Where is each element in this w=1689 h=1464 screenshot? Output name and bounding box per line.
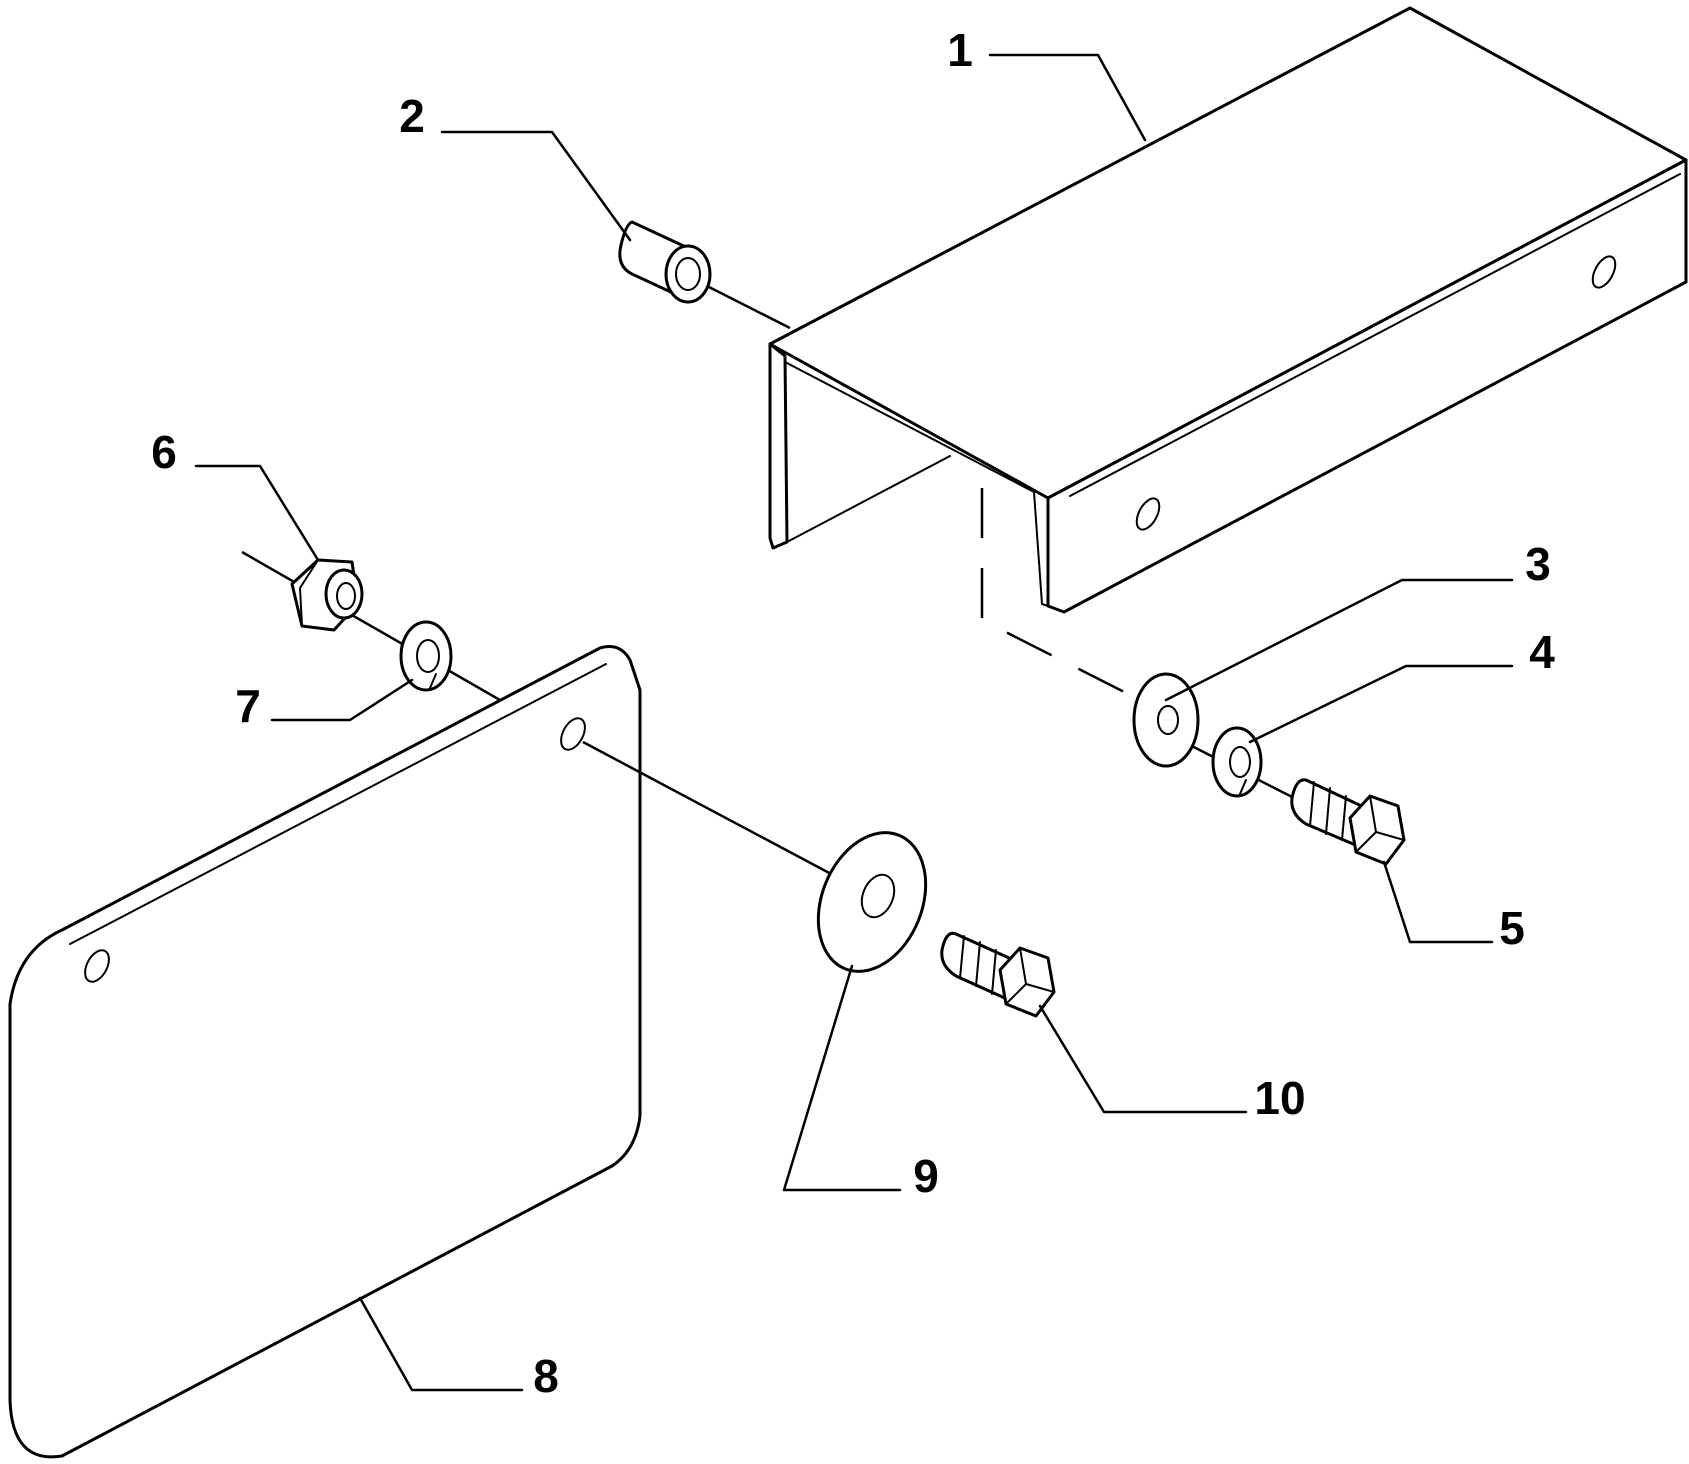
leader-3: [1164, 578, 1514, 702]
spacer: [618, 220, 712, 304]
channel-bracket: [768, 6, 1688, 614]
callout-10: 10: [1254, 1072, 1305, 1124]
leader-1: [988, 53, 1147, 142]
leader-7: [270, 678, 414, 722]
callout-labels: 1 2 3 4 5 6 7 8 9 10: [151, 24, 1555, 1402]
callout-3: 3: [1525, 538, 1551, 590]
leader-2: [440, 130, 632, 242]
callout-2: 2: [399, 90, 425, 142]
lock-washer-left: [399, 620, 453, 692]
callout-4: 4: [1529, 626, 1555, 678]
callout-9: 9: [913, 1150, 939, 1202]
callout-8: 8: [533, 1350, 559, 1402]
bolt-right: [1290, 778, 1406, 866]
leader-4: [1248, 664, 1514, 744]
callout-7: 7: [235, 680, 261, 732]
hex-nut: [290, 558, 364, 632]
mounting-plate: [8, 645, 642, 1459]
callout-5: 5: [1499, 902, 1525, 954]
leader-10: [1038, 1004, 1248, 1114]
leader-6: [194, 464, 320, 562]
leader-5: [1382, 860, 1494, 944]
leader-8: [358, 1296, 524, 1392]
callout-6: 6: [151, 426, 177, 478]
callout-1: 1: [947, 24, 973, 76]
bolt-bottom: [940, 931, 1056, 1018]
lock-washer-right: [1211, 726, 1263, 798]
leader-9: [782, 964, 902, 1192]
leader-lines: [194, 53, 1514, 1392]
large-washer: [816, 831, 928, 973]
flat-washer-right: [1132, 672, 1200, 768]
